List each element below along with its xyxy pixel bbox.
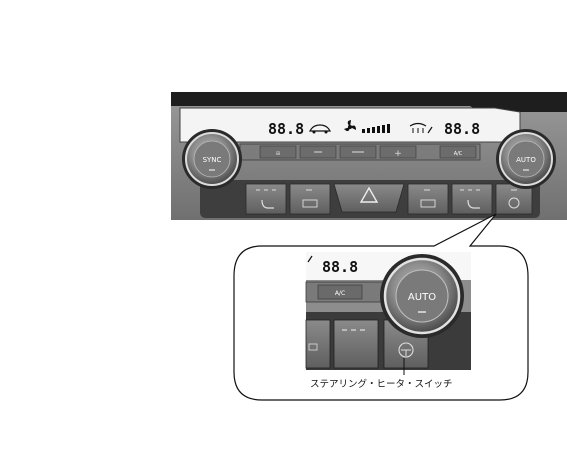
front-defrost-button[interactable] — [407, 183, 449, 215]
steering-heater-icon — [508, 197, 520, 209]
panel-top-strip — [171, 92, 567, 112]
auto-label: AUTO — [516, 156, 536, 164]
detail-auto-label: AUTO — [408, 292, 436, 303]
hazard-icon — [359, 186, 379, 203]
detail-ac-label: A/C — [335, 290, 345, 297]
detail-view: 88.8 A/C AUTO — [305, 252, 471, 375]
steering-heater-switch-label: ステアリング・ヒータ・スイッチ — [310, 378, 453, 390]
top-button-4[interactable]: + — [379, 145, 417, 159]
fan-icon — [344, 120, 356, 132]
sync-label: SYNC — [203, 156, 222, 164]
left-seat-heater-button[interactable] — [245, 183, 287, 215]
detail-ac-button[interactable]: A/C — [317, 284, 363, 300]
top-button-1-mark: ⊞ — [276, 151, 280, 157]
detail-steering-heater-icon — [398, 342, 414, 358]
fan-level-bars — [362, 124, 390, 133]
detail-auto-knob[interactable]: AUTO — [380, 254, 464, 338]
climate-panel: 88.8 88.8 ⊞ + A/C — [171, 92, 567, 220]
seat-heater-icon — [261, 199, 274, 209]
top-button-3[interactable] — [339, 145, 377, 159]
ac-label: A/C — [454, 151, 463, 157]
detail-left-button[interactable] — [305, 319, 331, 369]
sync-knob[interactable]: SYNC — [182, 129, 242, 189]
rear-defrost-button[interactable] — [289, 183, 331, 215]
left-temp-display: 88.8 — [268, 120, 304, 138]
detail-temp-display: 88.8 — [322, 258, 358, 276]
detail-defrost-icon — [307, 255, 313, 263]
rear-defrost-icon — [302, 199, 318, 208]
windshield-defrost-icon — [409, 122, 433, 134]
ac-button[interactable]: A/C — [439, 145, 477, 159]
auto-knob[interactable]: AUTO — [496, 129, 556, 189]
top-button-1[interactable]: ⊞ — [259, 145, 297, 159]
hazard-button[interactable] — [333, 183, 405, 213]
detail-seat-heater-button[interactable] — [333, 319, 379, 369]
right-temp-display: 88.8 — [444, 120, 480, 138]
car-recirculation-icon — [309, 124, 331, 134]
plus-icon: + — [394, 149, 402, 159]
right-seat-heater-button[interactable] — [451, 183, 493, 215]
top-button-2[interactable] — [299, 145, 337, 159]
